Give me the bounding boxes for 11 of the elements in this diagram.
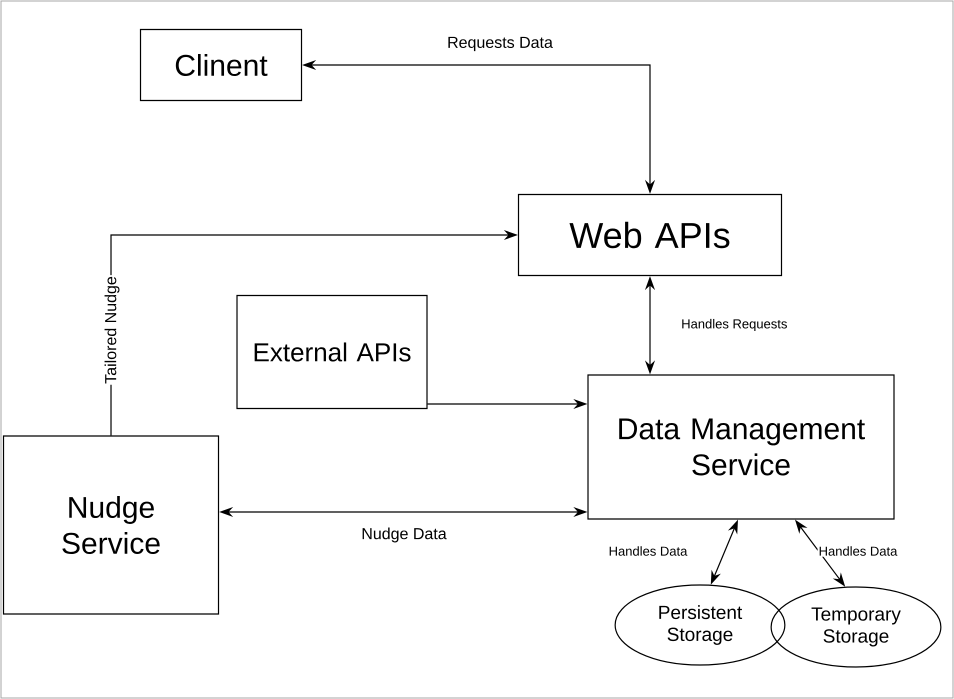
process-box: Clinent bbox=[140, 28, 302, 102]
process-box: Web APIs bbox=[518, 194, 782, 276]
edge-label: Handles Data bbox=[818, 545, 898, 557]
process-box: External APIs bbox=[236, 294, 428, 410]
process-box: Data Management Service bbox=[587, 374, 895, 520]
edge-label: Requests Data bbox=[446, 36, 554, 52]
edge-label: Handles Requests bbox=[680, 318, 788, 332]
edge-label: Tailored Nudge bbox=[104, 275, 120, 385]
edge-label: Handles Data bbox=[608, 545, 688, 557]
edge-label: Nudge Data bbox=[360, 526, 448, 544]
process-box: Nudge Service bbox=[2, 435, 220, 615]
